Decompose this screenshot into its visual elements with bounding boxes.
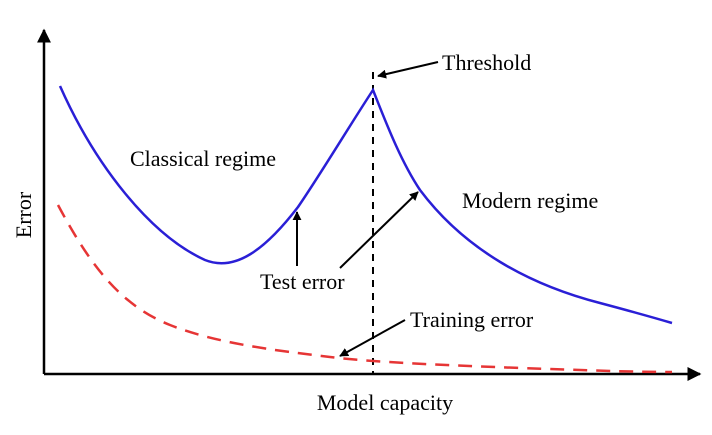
x-axis-label: Model capacity — [317, 390, 453, 415]
y-axis-label: Error — [11, 191, 36, 238]
test-error-label: Test error — [260, 269, 345, 294]
training-error-arrow — [339, 319, 406, 357]
classical-regime-label: Classical regime — [130, 146, 276, 171]
training-error-curve — [56, 204, 673, 374]
training-error-label: Training error — [410, 307, 534, 332]
test-error-arrow-modern — [339, 191, 419, 269]
test-error-curve — [58, 85, 673, 325]
modern-regime-label: Modern regime — [462, 188, 598, 213]
threshold-label: Threshold — [442, 50, 531, 75]
threshold-arrow — [377, 61, 439, 79]
